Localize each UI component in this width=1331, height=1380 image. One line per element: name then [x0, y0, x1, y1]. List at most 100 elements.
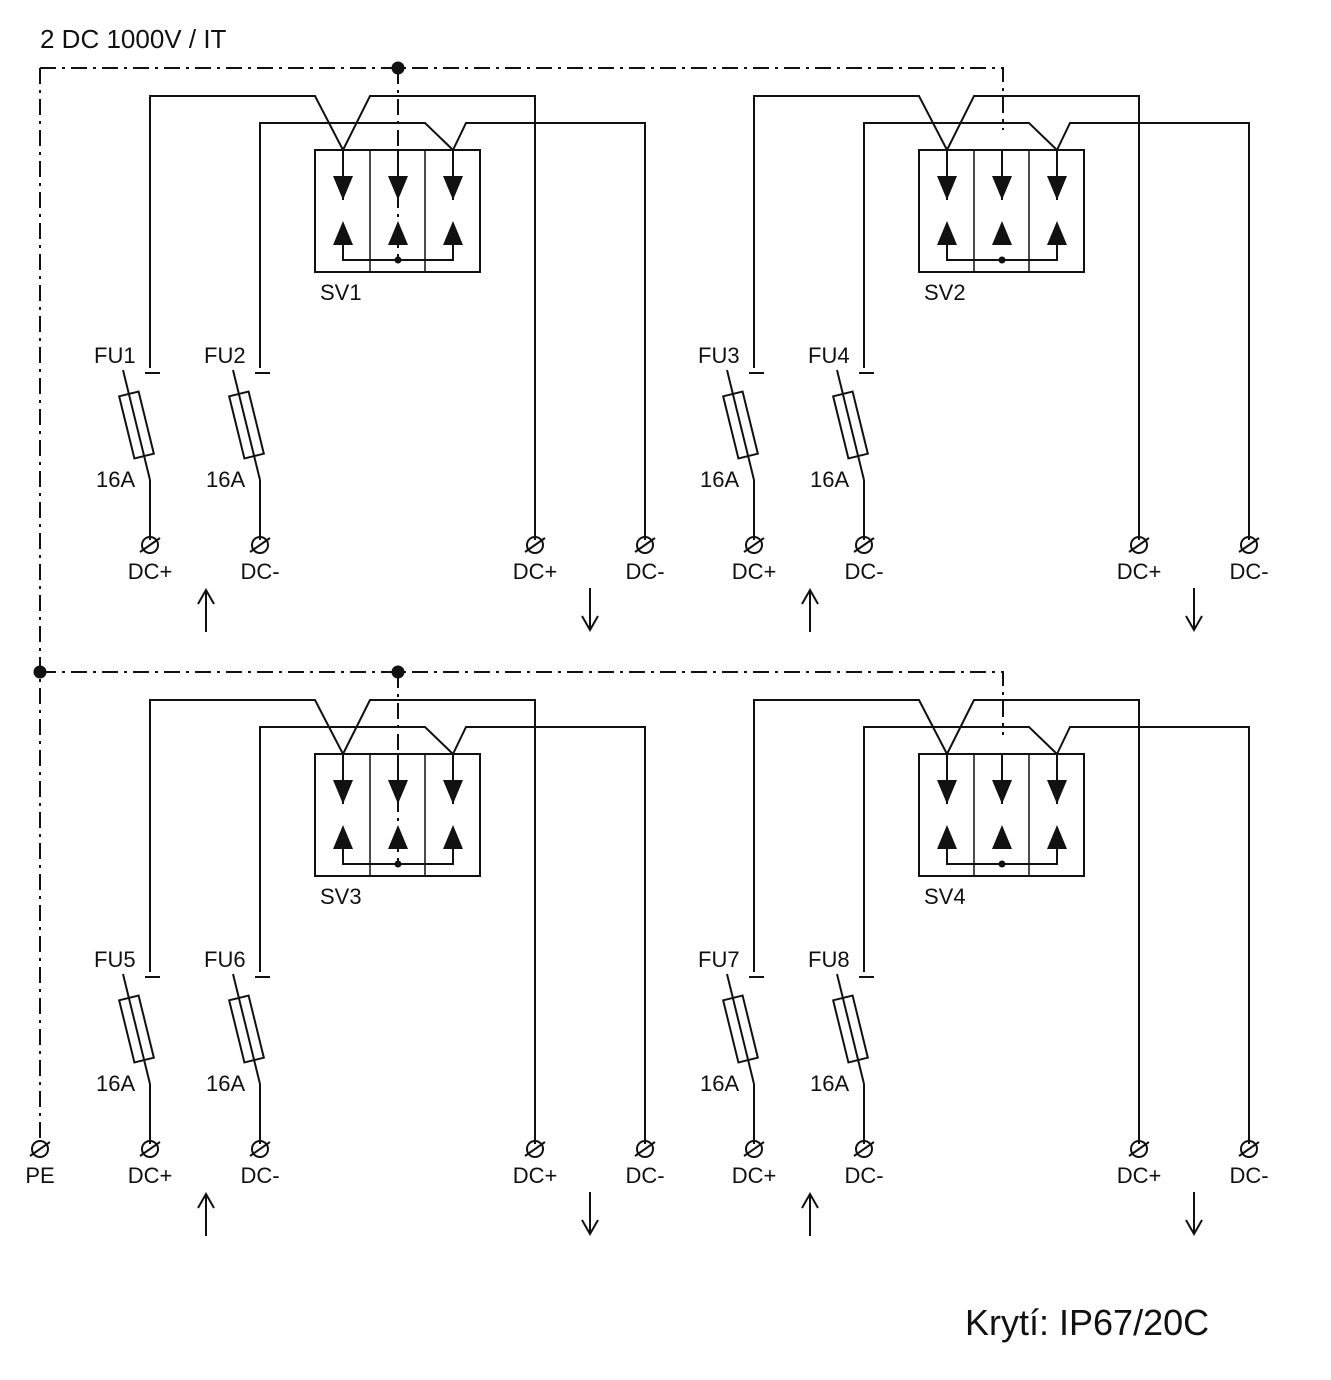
varistor-arrow-up-icon: [937, 825, 957, 849]
fuse-rating: 16A: [700, 467, 739, 492]
terminal-label: DC-: [625, 1163, 664, 1188]
conductor-plus-out: [342, 699, 536, 1144]
conductor-minus-in: [259, 726, 454, 972]
terminal-slash: [1238, 1141, 1260, 1157]
conductor-minus-out: [1056, 726, 1250, 1144]
fuse-body-icon: [831, 994, 870, 1064]
varistor-arrow-up-icon: [388, 221, 408, 245]
fuse-rating: 16A: [810, 467, 849, 492]
pe-terminal-icon: [31, 1140, 49, 1158]
terminal-slash: [634, 537, 656, 553]
varistor-arrow-down-icon: [388, 780, 408, 804]
conductor-plus-out: [946, 95, 1140, 540]
varistor-arrow-up-icon: [992, 825, 1012, 849]
spd-dividers: [369, 150, 426, 272]
fuse-lead: [726, 369, 755, 481]
fuse-lead: [232, 369, 261, 481]
terminal-slash: [634, 1141, 656, 1157]
terminal-label: DC+: [732, 1163, 777, 1188]
terminal-icon: [251, 536, 269, 554]
enclosure-rating: Krytí: IP67/20C: [965, 1302, 1209, 1343]
conductor-minus-in: [863, 726, 1058, 972]
fuse-label: FU8: [808, 947, 850, 972]
fuse-label: FU2: [204, 343, 246, 368]
terminal-label: DC+: [128, 559, 173, 584]
fuse-body-icon: [227, 994, 266, 1064]
fuse-lead: [836, 369, 865, 481]
terminal-icon: [745, 1140, 763, 1158]
conductor-minus-out: [1056, 122, 1250, 540]
fuse-rating: 16A: [96, 1071, 135, 1096]
terminal-icon: [636, 536, 654, 554]
terminal-icon: [141, 536, 159, 554]
terminal-label: DC+: [128, 1163, 173, 1188]
terminal-slash: [524, 1141, 546, 1157]
varistor-arrow-down-icon: [443, 780, 463, 804]
terminal-label: DC+: [513, 559, 558, 584]
fuse-rating: 16A: [206, 467, 245, 492]
varistor-arrow-down-icon: [937, 176, 957, 200]
varistor-arrow-up-icon: [937, 221, 957, 245]
spd-label: SV4: [924, 884, 966, 909]
junction-dot: [33, 665, 47, 679]
terminal-slash: [249, 537, 271, 553]
varistor-arrow-up-icon: [1047, 221, 1067, 245]
terminal-slash: [29, 1141, 51, 1157]
pe-bus: PE: [25, 61, 1004, 1188]
varistor-arrow-down-icon: [992, 176, 1012, 200]
terminal-slash: [1128, 1141, 1150, 1157]
junction-dot: [394, 860, 402, 868]
terminal-slash: [853, 537, 875, 553]
terminal-label: DC+: [1117, 1163, 1162, 1188]
fuse-label: FU3: [698, 343, 740, 368]
fuse-body-icon: [721, 390, 760, 460]
terminal-slash: [743, 1141, 765, 1157]
fuse-lead: [836, 973, 865, 1085]
junction-dot: [998, 860, 1006, 868]
output-arrow-icon: [581, 615, 599, 633]
fuse-label: FU1: [94, 343, 136, 368]
terminal-slash: [1238, 537, 1260, 553]
fuse-rating: 16A: [206, 1071, 245, 1096]
input-arrow-icon: [197, 1191, 215, 1209]
conductor-minus-in: [863, 122, 1058, 368]
input-arrow-icon: [801, 587, 819, 605]
terminal-label: DC-: [240, 559, 279, 584]
fuse-body-icon: [117, 994, 156, 1064]
varistor-arrow-down-icon: [388, 176, 408, 200]
terminal-slash: [139, 1141, 161, 1157]
terminal-icon: [526, 1140, 544, 1158]
terminal-icon: [745, 536, 763, 554]
fuse-label: FU7: [698, 947, 740, 972]
terminal-label: DC+: [1117, 559, 1162, 584]
fuse-body-icon: [721, 994, 760, 1064]
pe-bus-top: [40, 67, 1004, 130]
fuse-rating: 16A: [700, 1071, 739, 1096]
junction-dot: [391, 665, 405, 679]
output-arrow-icon: [581, 1219, 599, 1237]
spd-label: SV1: [320, 280, 362, 305]
conductor-plus-out: [342, 95, 536, 540]
system-label: 2 DC 1000V / IT: [40, 24, 227, 54]
pe-bus-middle: [40, 671, 1004, 735]
terminal-slash: [1128, 537, 1150, 553]
fuse-body-icon: [227, 390, 266, 460]
conductor-minus-out: [452, 122, 646, 540]
fuse-rating: 16A: [810, 1071, 849, 1096]
varistor-arrow-down-icon: [992, 780, 1012, 804]
terminal-label: DC+: [513, 1163, 558, 1188]
spd-dividers: [973, 754, 1030, 876]
terminal-label: DC-: [844, 559, 883, 584]
terminal-label: DC-: [1229, 559, 1268, 584]
terminal-slash: [853, 1141, 875, 1157]
junction-dot: [394, 256, 402, 264]
output-arrow-icon: [1185, 615, 1203, 633]
terminal-slash: [743, 537, 765, 553]
output-arrow-icon: [1185, 1219, 1203, 1237]
terminal-label: DC-: [240, 1163, 279, 1188]
